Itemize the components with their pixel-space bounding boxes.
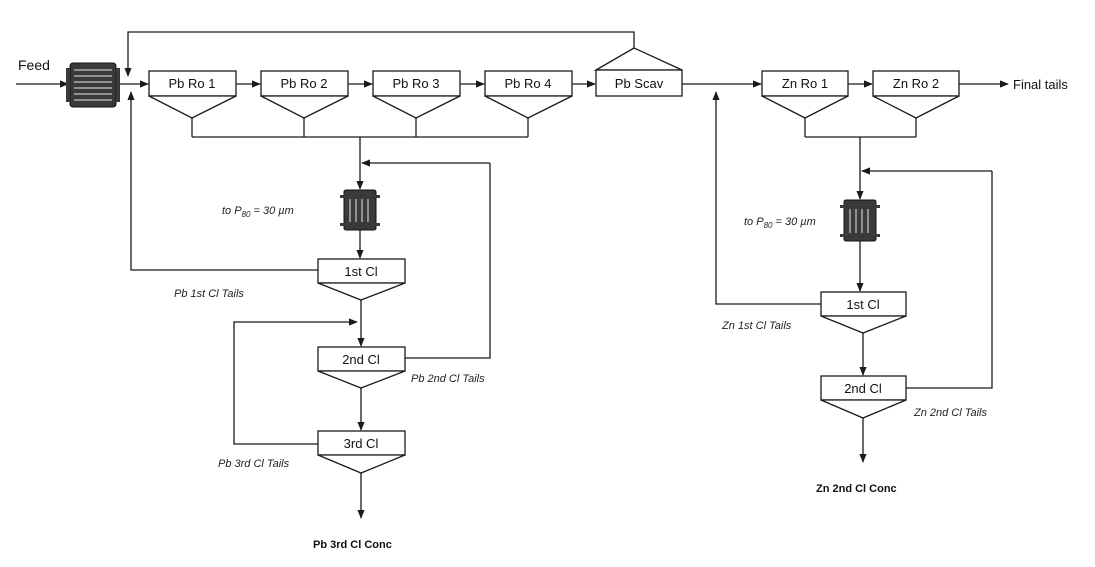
pb-ro2-label: Pb Ro 2 bbox=[281, 76, 328, 91]
ball-mill-icon bbox=[66, 62, 120, 108]
pb-cl2-tails-return bbox=[405, 163, 491, 359]
zn-cl1-tails-label: Zn 1st Cl Tails bbox=[721, 320, 792, 332]
zn-cl1-cell: 1st Cl bbox=[820, 291, 907, 334]
pb-scav-cell: Pb Scav bbox=[593, 47, 683, 97]
zn-cl2-label: 2nd Cl bbox=[844, 381, 882, 396]
pb-ro3-cell: Pb Ro 3 bbox=[372, 70, 461, 119]
pb-cl1-tails-return bbox=[127, 91, 318, 271]
pb-regrind-spec: to P80 = 30 µm bbox=[222, 205, 294, 219]
zn-cl2-cell: 2nd Cl bbox=[820, 375, 907, 419]
zn-cl1-label: 1st Cl bbox=[846, 297, 879, 312]
zn-final-conc-label: Zn 2nd Cl Conc bbox=[816, 483, 897, 495]
pb-cl3-tails-return bbox=[233, 318, 358, 445]
zn-cl1-tails-return bbox=[712, 91, 821, 305]
pb-cl1-label: 1st Cl bbox=[344, 264, 377, 279]
pb-final-conc-label: Pb 3rd Cl Conc bbox=[313, 539, 392, 551]
regrind-mill-icon bbox=[340, 189, 380, 231]
pb-cl1-cell: 1st Cl bbox=[317, 258, 406, 301]
zn-regrind-mill-icon bbox=[840, 199, 880, 242]
pb-cl1-tails-label: Pb 1st Cl Tails bbox=[174, 288, 244, 300]
pb-ro4-label: Pb Ro 4 bbox=[505, 76, 552, 91]
zn-cl2-tails-return bbox=[906, 171, 993, 389]
pb-scav-recycle bbox=[124, 31, 635, 77]
pb-cl3-cell: 3rd Cl bbox=[317, 430, 406, 474]
zn-ro2-cell: Zn Ro 2 bbox=[872, 70, 960, 119]
pb-cl3-label: 3rd Cl bbox=[344, 436, 379, 451]
pb-cl2-cell: 2nd Cl bbox=[317, 346, 406, 389]
zn-regrind-spec: to P80 = 30 µm bbox=[744, 216, 816, 230]
zn-ro1-label: Zn Ro 1 bbox=[782, 76, 828, 91]
pb-cl2-label: 2nd Cl bbox=[342, 352, 380, 367]
pb-ro3-label: Pb Ro 3 bbox=[393, 76, 440, 91]
pb-cl3-tails-label: Pb 3rd Cl Tails bbox=[218, 458, 290, 470]
pb-ro2-cell: Pb Ro 2 bbox=[260, 70, 349, 119]
pb-cl2-tails-label: Pb 2nd Cl Tails bbox=[411, 373, 485, 385]
pb-ro1-label: Pb Ro 1 bbox=[169, 76, 216, 91]
pb-ro4-cell: Pb Ro 4 bbox=[484, 70, 573, 119]
feed-label: Feed bbox=[18, 57, 50, 73]
pb-scav-label: Pb Scav bbox=[615, 76, 664, 91]
zn-cl2-tails-label: Zn 2nd Cl Tails bbox=[913, 407, 987, 419]
zn-ro1-cell: Zn Ro 1 bbox=[761, 70, 849, 119]
zn-ro2-label: Zn Ro 2 bbox=[893, 76, 939, 91]
pb-ro1-cell: Pb Ro 1 bbox=[148, 70, 237, 119]
final-tails-label: Final tails bbox=[1013, 77, 1068, 92]
